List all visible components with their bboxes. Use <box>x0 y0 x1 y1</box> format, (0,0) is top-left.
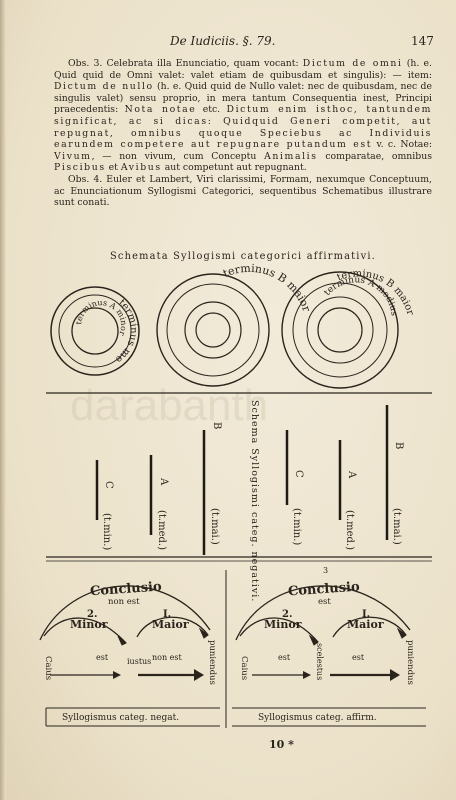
text-run: etc. <box>196 104 227 116</box>
circle-left-label: terminus medius <box>0 0 139 365</box>
term-mai-right: (t.mai.) <box>391 508 402 545</box>
syllogism-negative-diagram <box>39 585 220 727</box>
minor-copula-left: est <box>96 653 109 662</box>
label-A-left: A <box>158 477 169 486</box>
term-caius-right: Caius <box>239 656 249 680</box>
text-run: Obs. 3. Celebrata illa Enunciatio, quam … <box>68 58 303 69</box>
running-header: De Iudiciis. §. 79. 147 <box>0 34 456 50</box>
spaced-term: Vivum <box>54 150 92 162</box>
spaced-term: Piscibus <box>54 162 106 174</box>
minor-label-right: Minor <box>264 618 302 631</box>
watermark: darabanth <box>70 381 268 430</box>
header-title: De Iudiciis. §. 79. <box>170 34 276 48</box>
minor-copula-right: est <box>278 653 291 662</box>
spaced-term: Avibus <box>120 162 162 174</box>
text-run: v. c. Notae: <box>372 139 432 151</box>
maior-label-left: Maior <box>152 618 189 631</box>
label-B-left: B <box>211 422 222 429</box>
minor-num-left: 2. <box>87 609 97 620</box>
minor-num-right: 2. <box>282 609 292 620</box>
caption-negative: Syllogismus categ. negat. <box>62 713 179 723</box>
circle-diagram-right: terminus B maior terminus A medius <box>281 268 416 389</box>
term-med-left: (t.med.) <box>156 510 167 550</box>
conclusio-left: Conclusio <box>90 579 163 599</box>
term-puniendus-left: puniendus <box>207 640 217 685</box>
maior-copula-left: non est <box>152 653 183 662</box>
spaced-term: Dictum de nullo <box>54 81 154 93</box>
maior-num-right: I. <box>362 609 370 620</box>
conclusio-right-num: 3 <box>323 566 328 575</box>
signature-text: 10 * <box>269 738 294 751</box>
term-med-right: (t.med.) <box>344 510 355 550</box>
text-run: comparatae, omnibus <box>317 150 432 162</box>
spaced-term: Dictum enim isthoc, tantundem significat… <box>54 104 432 127</box>
vertical-schema-title: Schema Syllogismi categ. negativi. <box>249 400 260 602</box>
page-number: 147 <box>411 34 434 48</box>
conclusio-left-copula: non est <box>108 597 140 607</box>
spaced-term: Quidquid Generi competit, aut repugnat, … <box>54 115 432 151</box>
term-puniendus-right: puniendus <box>405 640 415 685</box>
observation-4: Obs. 4. Euler et Lambert, Viri clarissim… <box>54 173 432 209</box>
term-iustus: iustus <box>127 657 151 666</box>
label-C-left: C <box>103 481 114 489</box>
term-mai-left: (t.mai.) <box>209 508 220 545</box>
line-schema-negative <box>285 405 389 540</box>
maior-copula-right: est <box>352 653 365 662</box>
spaced-term: Animalis <box>264 150 318 162</box>
caption-affirmative: Syllogismus categ. affirm. <box>258 713 377 723</box>
label-B-right: B <box>393 442 404 449</box>
maior-label-right: Maior <box>347 618 384 631</box>
term-min-left: (t.min.) <box>101 513 112 550</box>
text-run: (h. e. Quid quid de Nullo valet: nec de … <box>54 81 432 116</box>
label-A-right: A <box>346 470 357 479</box>
text-run: (h. e. Quid quid de Omni valet: valet et… <box>54 58 433 81</box>
body-text: Obs. 3. Celebrata illa Enunciatio, quam … <box>54 58 432 209</box>
text-run: , — non vivum, cum Conceptu <box>91 150 265 162</box>
label-C-right: C <box>293 470 304 478</box>
text-run: et <box>105 162 121 174</box>
schema-title: Schemata Syllogismi categorici affirmati… <box>110 251 376 262</box>
circle-diagram-middle: terminus B maior <box>156 262 313 387</box>
syllogism-affirmative-diagram <box>232 585 426 727</box>
term-min-right: (t.min.) <box>291 508 302 545</box>
term-scelestus: scelestus <box>315 643 324 680</box>
spaced-term: Dictum de omni <box>302 58 403 69</box>
text-run: aut competunt aut repugnant. <box>161 162 307 174</box>
conclusio-right: Conclusio <box>288 580 361 600</box>
circle-diagram-left: terminus medius terminus A minor <box>0 0 140 376</box>
minor-label-left: Minor <box>70 618 108 631</box>
maior-num-left: I. <box>163 609 171 620</box>
observation-3: Obs. 3. Celebrata illa Enunciatio, quam … <box>54 58 432 174</box>
conclusio-right-copula: est <box>318 597 331 607</box>
term-caius-left: Caius <box>43 656 53 680</box>
line-schema-affirmative <box>95 430 206 555</box>
page-gutter <box>0 0 6 800</box>
spaced-term: Nota notae <box>124 104 197 116</box>
